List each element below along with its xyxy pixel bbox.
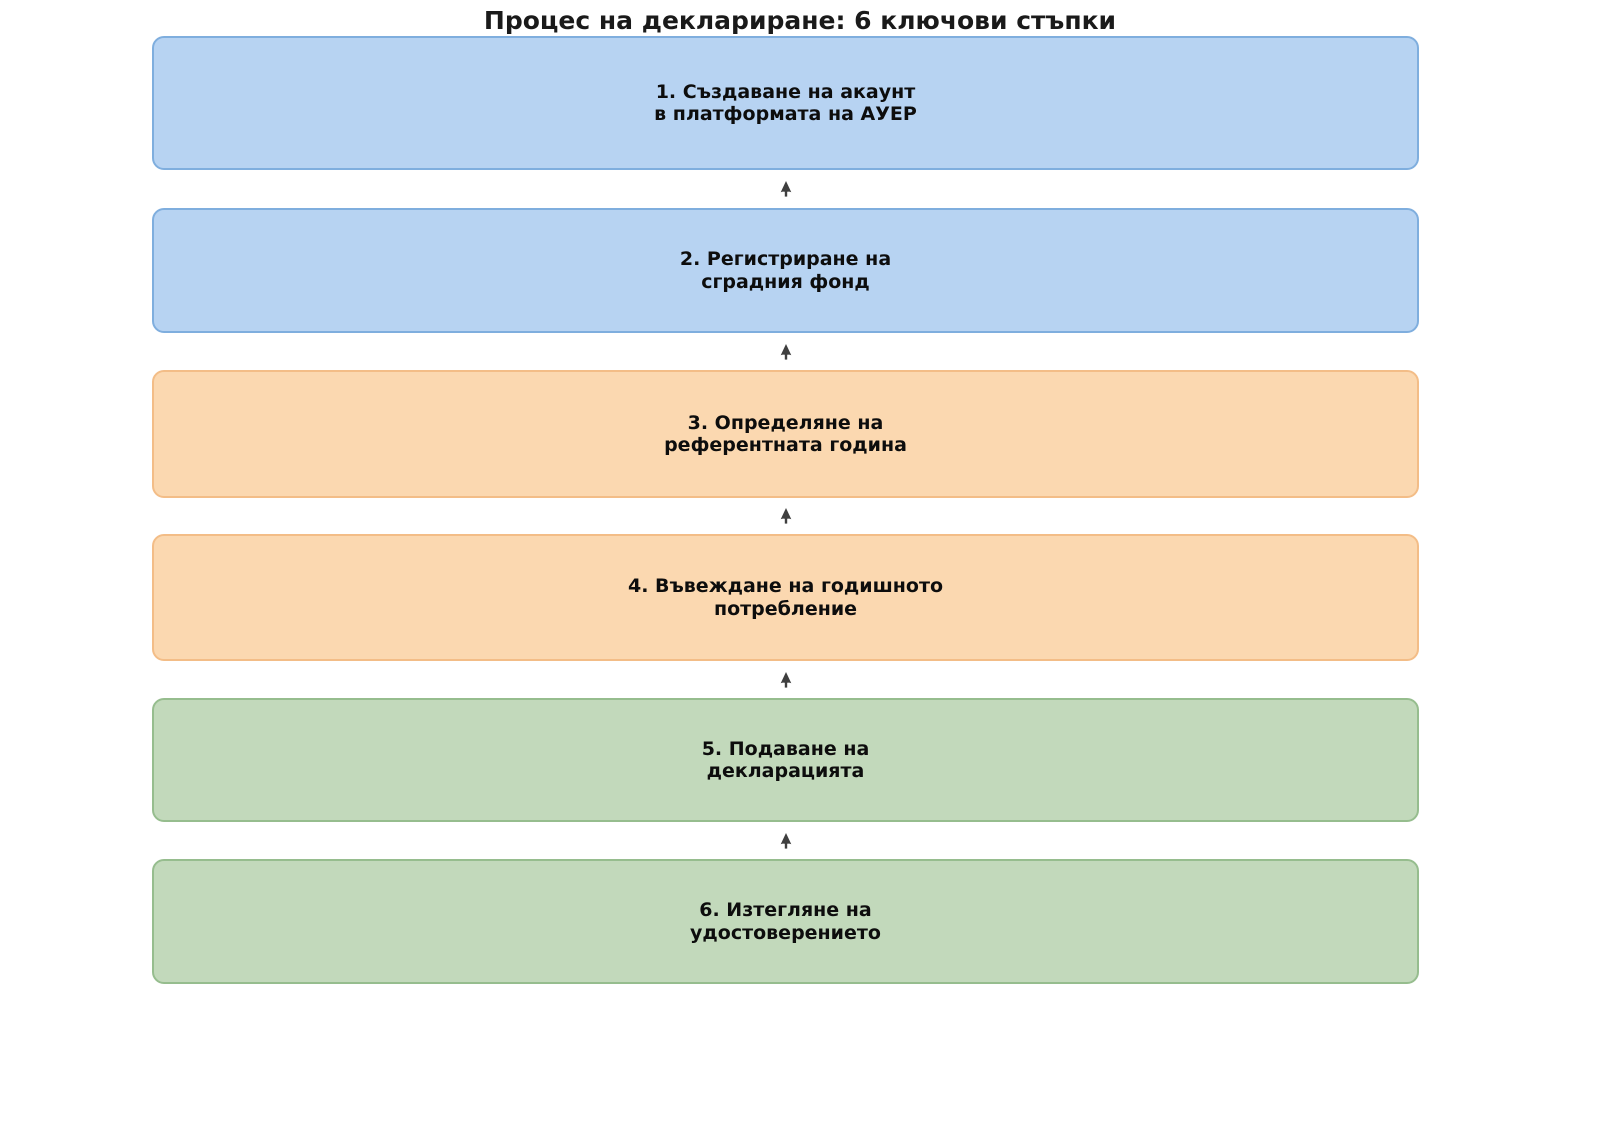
flow-connector (152, 170, 1419, 208)
flow-step-5[interactable]: 5. Подаване на декларацията (152, 698, 1419, 822)
flow-step-label: 1. Създаване на акаунт в платформата на … (654, 80, 917, 125)
flow-step-4[interactable]: 4. Въвеждане на годишното потребление (152, 534, 1419, 661)
flow-step-2[interactable]: 2. Регистриране на сградния фонд (152, 208, 1419, 333)
flow-container: 1. Създаване на акаунт в платформата на … (152, 36, 1419, 984)
flow-step-label: 6. Изтегляне на удостоверението (690, 899, 881, 944)
flow-connector (152, 661, 1419, 698)
flow-step-3[interactable]: 3. Определяне на референтната година (152, 370, 1419, 498)
flow-step-6[interactable]: 6. Изтегляне на удостоверението (152, 859, 1419, 984)
page-title: Процес на деклариране: 6 ключови стъпки (483, 6, 1117, 35)
flow-step-label: 4. Въвеждане на годишното потребление (627, 575, 944, 620)
flow-step-label: 3. Определяне на референтната година (664, 411, 907, 456)
flow-step-label: 5. Подаване на декларацията (701, 737, 870, 782)
flow-connector (152, 333, 1419, 370)
arrow-up-icon (780, 832, 791, 849)
flow-connector (152, 822, 1419, 859)
arrow-up-icon (780, 671, 791, 688)
flow-connector (152, 498, 1419, 534)
flow-step-label: 2. Регистриране на сградния фонд (679, 248, 892, 293)
arrow-up-icon (780, 508, 791, 524)
flow-step-1[interactable]: 1. Създаване на акаунт в платформата на … (152, 36, 1419, 170)
arrow-up-icon (780, 181, 791, 197)
arrow-up-icon (780, 343, 791, 360)
